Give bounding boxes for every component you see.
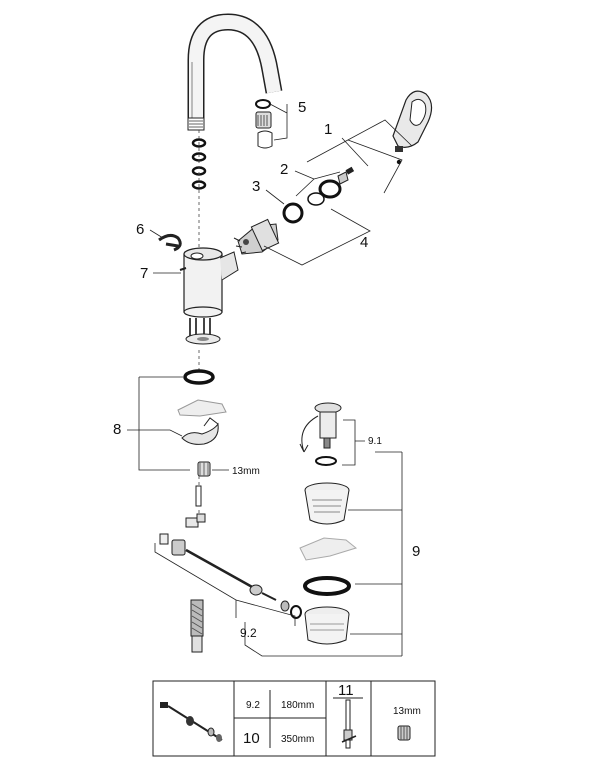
leader-8 bbox=[127, 376, 190, 471]
leader-3 bbox=[265, 189, 285, 205]
table-stud-image bbox=[341, 699, 357, 749]
callout-2: 2 bbox=[280, 161, 288, 178]
callout-7: 7 bbox=[140, 265, 148, 282]
table-rod-image bbox=[160, 702, 223, 742]
table-len-180mm: 180mm bbox=[281, 700, 314, 711]
callout-9: 9 bbox=[412, 543, 420, 560]
callout-4: 4 bbox=[360, 234, 368, 251]
table-ref-9-2: 9.2 bbox=[246, 700, 260, 711]
spare-parts-table bbox=[152, 680, 436, 757]
lever-handle bbox=[392, 90, 433, 165]
aerator-parts bbox=[255, 99, 273, 149]
callout-9-1: 9.1 bbox=[368, 436, 382, 447]
callout-9-2: 9.2 bbox=[240, 626, 257, 640]
retaining-clip bbox=[158, 233, 182, 252]
leader-9-1 bbox=[342, 419, 365, 466]
callout-1: 1 bbox=[324, 121, 332, 138]
leader-5 bbox=[269, 103, 288, 141]
callout-13mm: 13mm bbox=[232, 466, 260, 477]
threaded-stud bbox=[185, 318, 221, 345]
leader-9 bbox=[348, 451, 403, 656]
leader-4 bbox=[263, 208, 371, 266]
table-ref-11: 11 bbox=[338, 682, 354, 699]
table-len-350mm: 350mm bbox=[281, 734, 314, 745]
callout-8: 8 bbox=[113, 421, 121, 438]
callout-5: 5 bbox=[298, 99, 306, 116]
mixer-body bbox=[179, 247, 239, 318]
bonnet-parts bbox=[307, 171, 349, 206]
callout-3: 3 bbox=[252, 178, 260, 195]
leader-2 bbox=[294, 170, 341, 197]
waste-body bbox=[299, 482, 358, 645]
leader-9-2 bbox=[154, 543, 402, 657]
mounting-kit bbox=[177, 369, 227, 507]
set-screw bbox=[345, 166, 355, 175]
spout bbox=[187, 13, 283, 131]
callout-6: 6 bbox=[136, 221, 144, 238]
pop-up-linkage bbox=[159, 513, 302, 619]
leader-6 bbox=[149, 229, 164, 239]
pop-up-stopper bbox=[299, 402, 342, 466]
spout-o-rings bbox=[191, 138, 207, 190]
supply-hose bbox=[190, 599, 204, 653]
leader-1 bbox=[306, 119, 413, 194]
table-13mm: 13mm bbox=[393, 706, 421, 717]
table-ref-10: 10 bbox=[243, 730, 260, 747]
cartridge bbox=[233, 218, 280, 255]
cartridge-seal-ring bbox=[282, 202, 304, 224]
table-nut-image bbox=[397, 725, 411, 741]
